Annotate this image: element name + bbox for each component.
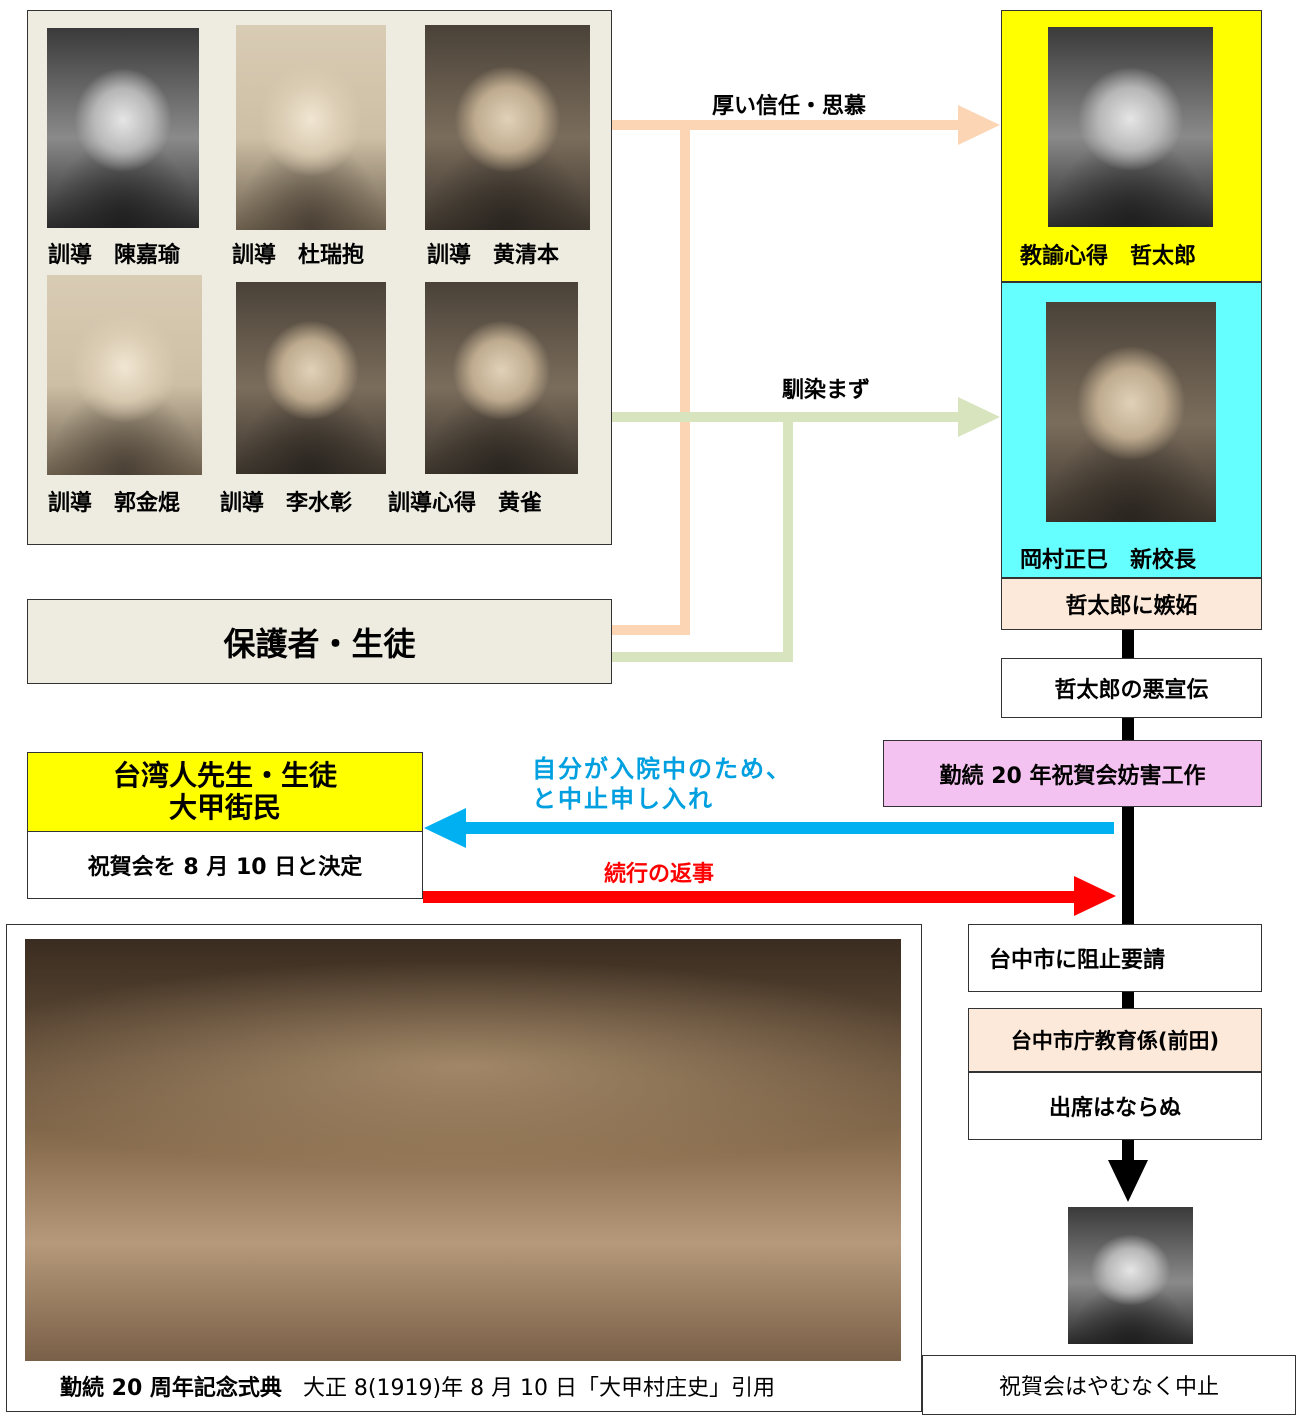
- group-photo-caption-title: 勤続 20 周年記念式典: [60, 1376, 282, 1401]
- familiar-arrowhead: [958, 397, 1000, 437]
- flow-connector: [1122, 718, 1134, 740]
- trust-arrow-line: [612, 625, 690, 635]
- photo-teacher-guo: [47, 275, 202, 475]
- photo-teacher-du: [236, 25, 386, 230]
- jealousy-label: 哲太郎に嫉妬: [1065, 594, 1198, 619]
- teacher-caption: 訓導 黄清本: [427, 243, 560, 268]
- photo-teacher-chen: [47, 28, 199, 228]
- photo-okamura: [1046, 302, 1216, 522]
- trust-arrow-line: [680, 130, 690, 635]
- decision-box: 祝賀会を 8 月 10 日と決定: [27, 832, 423, 899]
- flow-connector: [1122, 992, 1134, 1008]
- continue-arrowhead: [1074, 876, 1116, 916]
- trust-arrow-line: [612, 120, 960, 130]
- education-office-box: 台中市庁教育係(前田): [968, 1008, 1262, 1072]
- hospital-arrowhead: [424, 808, 466, 848]
- teacher-caption: 訓導 陳嘉瑜: [48, 243, 181, 268]
- request-box: 台中市に阻止要請: [968, 924, 1262, 992]
- obstruction-box: 勤続 20 年祝賀会妨害工作: [883, 740, 1262, 807]
- guardians-label: 保護者・生徒: [223, 624, 416, 663]
- trust-label: 厚い信任・思慕: [712, 94, 867, 119]
- group-photo-caption-source: 大正 8(1919)年 8 月 10 日「大甲村庄史」引用: [302, 1376, 776, 1401]
- photo-tetsutaro: [1048, 27, 1213, 227]
- jealousy-box: 哲太郎に嫉妬: [1001, 578, 1262, 630]
- decision-label: 祝賀会を 8 月 10 日と決定: [87, 855, 363, 880]
- no-attendance-label: 出席はならぬ: [1048, 1096, 1181, 1121]
- guardians-box: 保護者・生徒: [27, 599, 612, 684]
- continue-label: 続行の返事: [604, 862, 715, 887]
- photo-teacher-huang: [425, 25, 590, 230]
- familiar-arrow-line: [612, 412, 960, 422]
- familiar-arrow-line: [612, 652, 793, 662]
- cancelled-box: 祝賀会はやむなく中止: [922, 1355, 1296, 1415]
- teacher-caption: 訓導心得 黄雀: [388, 491, 543, 516]
- continue-arrow-line: [423, 891, 1078, 903]
- slander-label: 哲太郎の悪宣伝: [1054, 678, 1209, 703]
- not-familiar-label: 馴染まず: [782, 378, 871, 403]
- teacher-caption: 訓導 郭金焜: [48, 491, 181, 516]
- education-office-label: 台中市庁教育係(前田): [1010, 1029, 1220, 1053]
- flow-connector: [1122, 630, 1134, 658]
- taiwan-header: 台湾人先生・生徒 大甲街民: [27, 752, 423, 832]
- hospital-label: 自分が入院中のため、と中止申し入れ: [532, 755, 792, 813]
- flow-connector: [1122, 807, 1134, 924]
- down-arrowhead: [1108, 1160, 1148, 1202]
- slander-box: 哲太郎の悪宣伝: [1001, 658, 1262, 718]
- teacher-caption: 訓導 李水彰: [220, 491, 353, 516]
- request-label: 台中市に阻止要請: [989, 948, 1166, 973]
- photo-teacher-huang-que: [425, 282, 578, 474]
- flow-connector: [1122, 1140, 1134, 1162]
- obstruction-label: 勤続 20 年祝賀会妨害工作: [939, 763, 1206, 789]
- photo-teacher-li: [236, 282, 386, 474]
- teacher-caption: 訓導 杜瑞抱: [232, 243, 365, 268]
- familiar-arrow-line: [783, 422, 793, 662]
- group-photo-caption: 勤続 20 周年記念式典 大正 8(1919)年 8 月 10 日「大甲村庄史」…: [60, 1370, 775, 1402]
- photo-tetsutaro-small: [1068, 1207, 1193, 1344]
- group-photo: [25, 939, 901, 1361]
- hospital-arrow-line: [462, 822, 1114, 834]
- okamura-label: 岡村正巳 新校長: [1020, 548, 1197, 573]
- taiwan-header-line1: 台湾人先生・生徒: [112, 759, 337, 792]
- cancelled-label: 祝賀会はやむなく中止: [998, 1375, 1219, 1400]
- no-attendance-box: 出席はならぬ: [968, 1072, 1262, 1140]
- taiwan-header-line2: 大甲街民: [168, 791, 281, 824]
- trust-arrowhead: [958, 105, 1000, 145]
- tetsutaro-label: 教諭心得 哲太郎: [1020, 244, 1197, 269]
